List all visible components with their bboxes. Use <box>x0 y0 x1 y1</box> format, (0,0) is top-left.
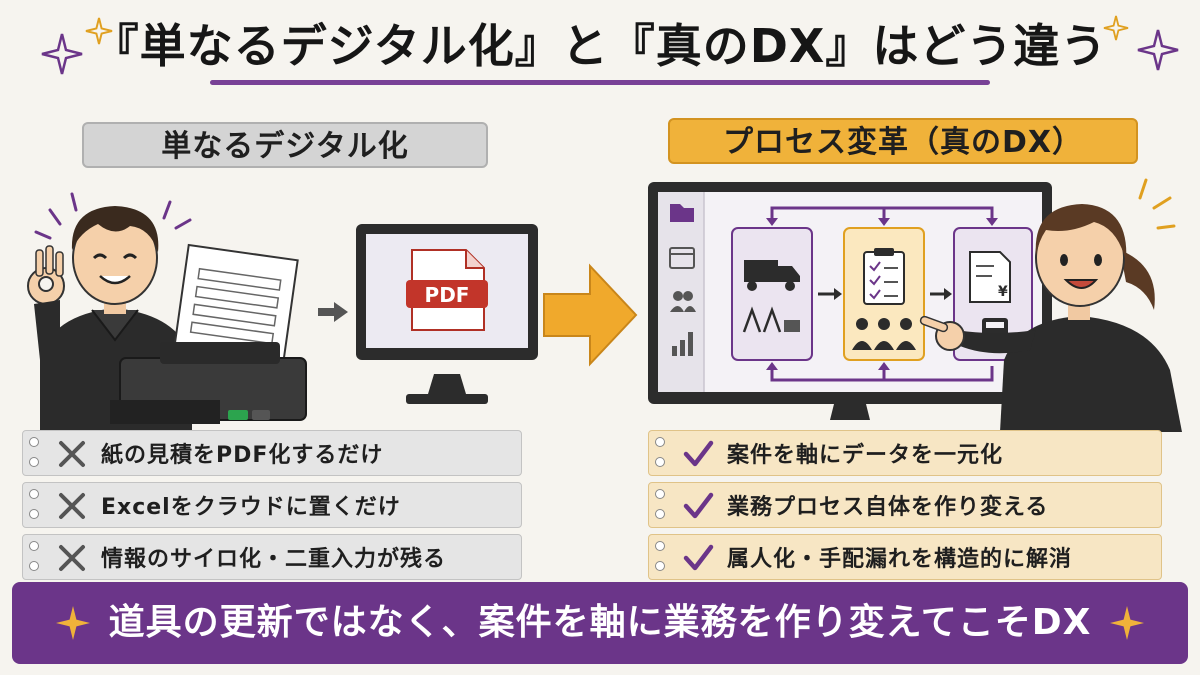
conclusion-text: 道具の更新ではなく、案件を軸に業務を作り変えてこそDX <box>108 602 1092 643</box>
list-item-text: 属人化・手配漏れを構造的に解消 <box>727 547 1073 572</box>
list-item: 業務プロセス自体を作り変える <box>648 482 1162 528</box>
list-item: 情報のサイロ化・二重入力が残る <box>22 534 522 580</box>
small-arrow-icon <box>318 302 348 322</box>
monitor-process-flow-illustration: ¥ <box>648 182 1052 420</box>
sparkle-icon <box>85 17 113 45</box>
ring-hole-icon <box>655 541 665 551</box>
x-icon <box>59 441 85 467</box>
factory-icon <box>742 306 800 333</box>
ring-hole-icon <box>29 457 39 467</box>
list-item-text: 情報のサイロ化・二重入力が残る <box>101 547 447 572</box>
list-item: Excelをクラウドに置くだけ <box>22 482 522 528</box>
x-icon <box>59 493 85 519</box>
conclusion-banner: 道具の更新ではなく、案件を軸に業務を作り変えてこそDX <box>12 582 1188 664</box>
chart-icon <box>672 332 693 356</box>
folder-icon <box>670 204 694 222</box>
man-ok-gesture-illustration <box>27 192 192 430</box>
process-transformation-list: 案件を軸にデータを一元化 業務プロセス自体を作り変える 属人化・手配漏れを構造的… <box>648 430 1162 586</box>
pdf-label: PDF <box>425 283 470 307</box>
sparkle-icon <box>1110 606 1144 640</box>
label-simple-digitalization: 単なるデジタル化 <box>82 122 488 168</box>
list-item-text: 業務プロセス自体を作り変える <box>727 495 1049 520</box>
woman-pointing-illustration <box>919 178 1182 432</box>
simple-digitalization-list: 紙の見積をPDF化するだけ Excelをクラウドに置くだけ 情報のサイロ化・二重… <box>22 430 522 586</box>
svg-text:¥: ¥ <box>998 284 1008 300</box>
ring-hole-icon <box>655 561 665 571</box>
clipboard-icon <box>863 248 905 305</box>
ring-hole-icon <box>29 437 39 447</box>
x-icon <box>59 545 85 571</box>
monitor-pdf-illustration: PDF <box>356 224 538 404</box>
check-icon <box>683 544 714 571</box>
list-item: 紙の見積をPDF化するだけ <box>22 430 522 476</box>
transition-arrow-icon <box>543 263 638 367</box>
sparkle-icon <box>1103 15 1129 41</box>
list-item-text: 案件を軸にデータを一元化 <box>727 443 1004 468</box>
list-item-text: Excelをクラウドに置くだけ <box>101 495 401 520</box>
page-title: 『単なるデジタル化』と『真のDX』はどう違う <box>92 19 1108 73</box>
users-icon <box>670 291 696 312</box>
ring-hole-icon <box>655 489 665 499</box>
list-item-text: 紙の見積をPDF化するだけ <box>101 443 384 468</box>
check-icon <box>683 492 714 519</box>
list-item: 属人化・手配漏れを構造的に解消 <box>648 534 1162 580</box>
truck-icon <box>744 260 800 291</box>
ring-hole-icon <box>655 457 665 467</box>
ring-hole-icon <box>655 509 665 519</box>
title-underline <box>210 80 990 85</box>
ring-hole-icon <box>29 509 39 519</box>
invoice-yen-icon: ¥ <box>969 251 1011 303</box>
calendar-icon <box>669 247 695 269</box>
ring-hole-icon <box>29 541 39 551</box>
check-icon <box>683 440 714 467</box>
ring-hole-icon <box>29 489 39 499</box>
ring-hole-icon <box>29 561 39 571</box>
ring-hole-icon <box>655 437 665 447</box>
list-item: 案件を軸にデータを一元化 <box>648 430 1162 476</box>
sparkle-icon <box>56 606 90 640</box>
sparkle-icon <box>1137 29 1179 71</box>
label-process-transformation: プロセス変革（真のDX） <box>668 118 1138 164</box>
sparkle-icon <box>41 33 83 75</box>
team-icon <box>852 318 916 350</box>
printer-illustration <box>110 243 307 424</box>
